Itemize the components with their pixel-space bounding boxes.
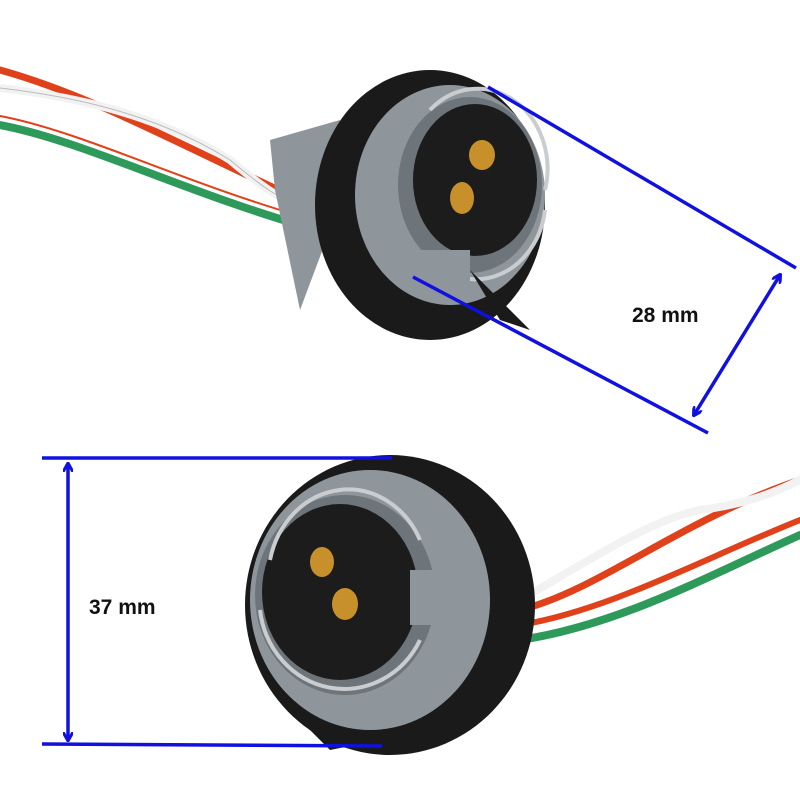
top-socket: [270, 70, 550, 340]
height-dimension: [41, 456, 392, 748]
width-dimension: [412, 85, 797, 435]
top-wires: [0, 66, 304, 229]
top-contact-1: [469, 140, 495, 170]
bottom-contact-2: [332, 588, 358, 620]
bottom-socket: [245, 455, 535, 755]
width-label: 28 mm: [632, 304, 699, 327]
bottom-contact-1: [310, 547, 334, 577]
bottom-wires: [516, 476, 800, 644]
top-contact-2: [450, 182, 474, 214]
height-label: 37 mm: [89, 596, 156, 619]
